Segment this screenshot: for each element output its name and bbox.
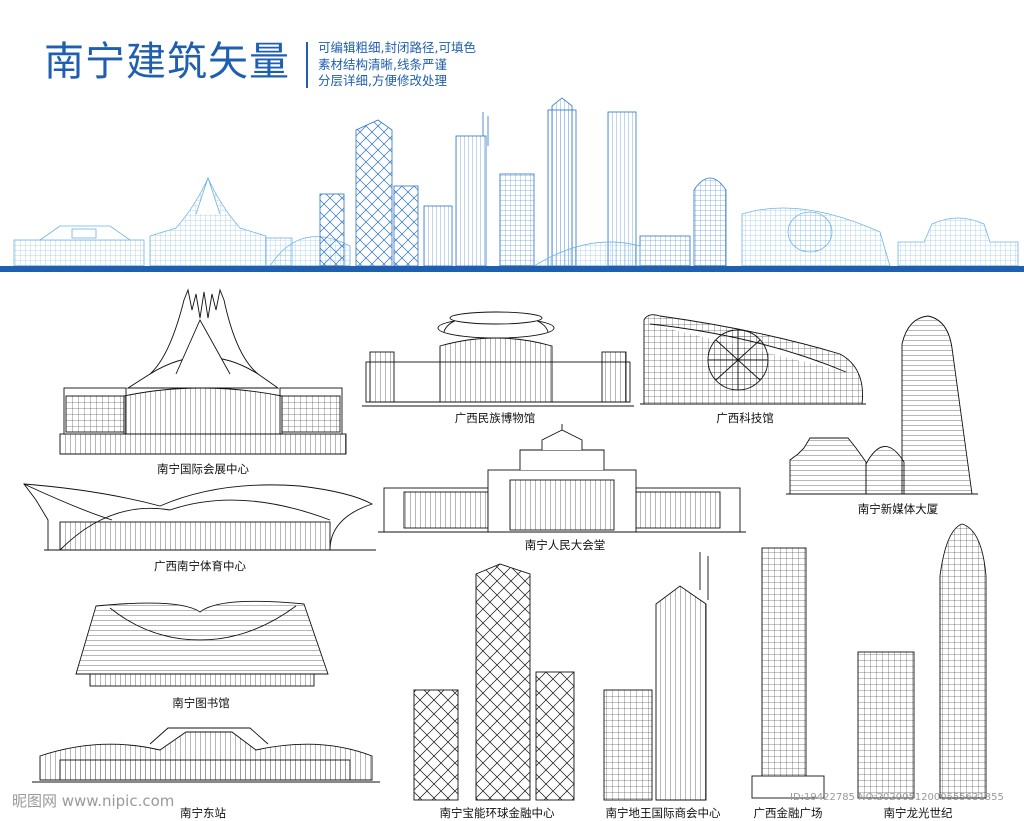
building-guangxi-finance-plaza bbox=[751, 547, 825, 799]
building-nanning-library bbox=[75, 600, 329, 687]
building-nanning-sports-center bbox=[23, 483, 376, 551]
building-nanning-people-hall bbox=[378, 424, 746, 533]
building-nanning-baoneng-center bbox=[413, 563, 575, 801]
building-label: 南宁人民大会堂 bbox=[524, 538, 606, 552]
building-nanning-diwang-center bbox=[603, 552, 709, 801]
building-label: 南宁地王国际商会中心 bbox=[605, 806, 721, 820]
skyline-banner bbox=[13, 97, 1019, 267]
building-label: 广西南宁体育中心 bbox=[154, 559, 246, 573]
building-nanning-longguang-century bbox=[857, 523, 987, 799]
building-nanning-new-media-tower bbox=[786, 315, 978, 495]
building-label: 广西金融广场 bbox=[753, 806, 823, 820]
description-block: 可编辑粗细,封闭路径,可填色 素材结构清晰,线条严谨 分层详细,方便修改处理 bbox=[318, 40, 476, 90]
building-label: 广西科技馆 bbox=[716, 411, 774, 425]
page-title: 南宁建筑矢量 bbox=[44, 39, 290, 85]
description-line: 可编辑粗细,封闭路径,可填色 bbox=[318, 40, 476, 55]
building-label: 南宁宝能环球金融中心 bbox=[439, 806, 555, 820]
description-line: 素材结构清晰,线条严谨 bbox=[318, 56, 447, 72]
building-label: 南宁龙光世纪 bbox=[883, 806, 953, 820]
building-label: 南宁国际会展中心 bbox=[157, 462, 249, 476]
watermark-right: ID:19422785 NO:20200512000555631355 bbox=[790, 792, 1004, 803]
watermark-left: 昵图网 www.nipic.com bbox=[12, 792, 175, 810]
building-label: 南宁东站 bbox=[180, 806, 226, 820]
building-guangxi-ethnic-museum bbox=[362, 311, 634, 407]
building-guangxi-science-museum bbox=[640, 314, 866, 405]
building-nanning-convention-center bbox=[59, 288, 347, 455]
building-nanning-east-station bbox=[32, 727, 380, 783]
building-label: 南宁新媒体大厦 bbox=[857, 502, 939, 516]
skyline-baseline bbox=[0, 266, 1024, 272]
building-label: 南宁图书馆 bbox=[172, 696, 230, 710]
building-label: 广西民族博物馆 bbox=[454, 411, 536, 425]
description-line: 分层详细,方便修改处理 bbox=[318, 73, 447, 88]
title-divider bbox=[306, 42, 308, 88]
